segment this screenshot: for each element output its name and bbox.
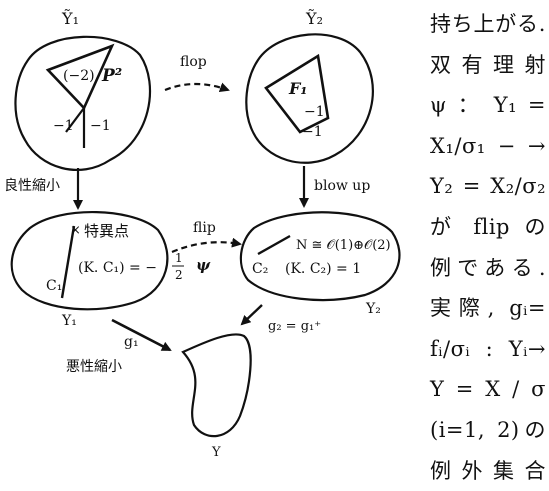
y-outline — [181, 333, 252, 438]
flip-label: flip — [193, 220, 216, 236]
flip-arrow-line — [171, 237, 242, 254]
y2-label: Y₂ — [365, 301, 381, 317]
y2-tilde-outline — [245, 33, 374, 164]
side-text-line: が flip の — [430, 214, 546, 239]
y1-tilde-plane-triangle — [45, 43, 115, 111]
y1-tilde-plane-label: P² — [101, 66, 122, 86]
y1-tilde-curves — [65, 107, 86, 148]
node-y: Y — [181, 333, 252, 459]
flop-label: flop — [180, 54, 207, 70]
y1-tilde-outline — [14, 35, 152, 171]
side-text-line: X₁/σ₁ − → — [430, 133, 546, 158]
side-text-line: 双 有 理 射 — [430, 52, 546, 77]
flop-arrow-line — [164, 82, 230, 92]
side-text-line: 例 外 集 合 — [430, 458, 546, 483]
singular-point-marker: × — [70, 223, 81, 238]
birational-diagram: Ỹ₁ (−2) P² −1 −1 Ỹ₂ F₁ −1 −1 flop 良性縮小 b… — [4, 8, 401, 459]
y1-tilde-curve-label-left: −1 — [53, 118, 74, 134]
y1-curve-c1 — [60, 225, 76, 299]
side-text-line: 持ち上がる. — [430, 12, 546, 36]
y2-tilde-label: Ỹ₂ — [305, 8, 323, 28]
y-label: Y — [211, 445, 221, 459]
side-text-line: Y₂ = X₂/σ₂ — [430, 174, 546, 199]
side-text-column: 持ち上がる. 双 有 理 射 ψ ： Y₁ = X₁/σ₁ − → Y₂ = X… — [430, 4, 546, 491]
side-text-line: ψ ： Y₁ = — [430, 93, 546, 118]
y1-outline — [10, 210, 169, 311]
flip-arrow: flip ψ — [171, 220, 242, 274]
side-text-line: (i=1, 2)の — [430, 417, 546, 442]
y1-intersection-lhs: (K. C₁) = − — [78, 260, 157, 276]
y2-tilde-f1-label: F₁ — [288, 79, 307, 98]
y1-curve-label: C₁ — [46, 278, 62, 294]
bad-contraction-arrow: g₁ 悪性縮小 — [66, 318, 172, 375]
y2-tilde-curve-label-bottom: −1 — [302, 124, 323, 140]
side-text-line: fᵢ/σᵢ : Yᵢ→ — [430, 336, 546, 361]
bad-contraction-label: 悪性縮小 — [66, 359, 122, 375]
g2-label: g₂ = g₁⁺ — [268, 319, 321, 334]
y2-tilde-curve-label-top: −1 — [304, 104, 325, 120]
y1-tilde-label: Ỹ₁ — [61, 8, 79, 28]
y1-intersection-denominator: 2 — [175, 268, 183, 282]
node-y1-tilde: Ỹ₁ (−2) P² −1 −1 — [14, 8, 152, 171]
y2-curve-label: C₂ — [252, 261, 268, 277]
y2-intersection: (K. C₂) = 1 — [285, 261, 361, 277]
flop-arrow: flop — [164, 54, 230, 92]
y1-label: Y₁ — [61, 313, 77, 329]
y2-curve-c2 — [257, 234, 291, 256]
y2-tilde-f1-quadrilateral — [264, 53, 330, 134]
good-contraction-label: 良性縮小 — [4, 178, 60, 194]
blow-up-label: blow up — [314, 178, 370, 194]
y1-tilde-curve-label-right: −1 — [90, 118, 111, 134]
y2-outline — [239, 211, 401, 302]
node-y2: N ≅ 𝒪(1)⊕𝒪(2) C₂ (K. C₂) = 1 Y₂ — [239, 211, 401, 317]
y1-tilde-self-intersection: (−2) — [63, 68, 95, 84]
flip-map-label: ψ — [196, 256, 211, 274]
g2-arrow: g₂ = g₁⁺ — [240, 304, 321, 334]
y1-singular-point-label: 特異点 — [84, 222, 129, 240]
side-text-line: Y = X / σ — [430, 377, 546, 402]
node-y1: × 特異点 C₁ (K. C₁) = − 1 2 Y₁ — [10, 210, 184, 329]
blow-up-arrow: blow up — [299, 166, 370, 208]
side-text-line: 実際, gᵢ= — [430, 296, 546, 321]
g1-label: g₁ — [124, 334, 139, 350]
good-contraction-arrow: 良性縮小 — [4, 168, 83, 210]
y1-intersection-numerator: 1 — [175, 251, 183, 265]
node-y2-tilde: Ỹ₂ F₁ −1 −1 — [245, 8, 374, 164]
side-text-line: 例である. — [430, 255, 546, 280]
y2-normal-bundle: N ≅ 𝒪(1)⊕𝒪(2) — [296, 238, 391, 253]
